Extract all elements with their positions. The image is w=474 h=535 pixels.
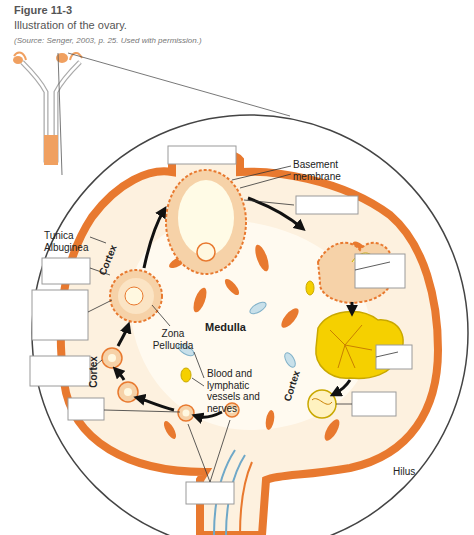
path-shape bbox=[118, 326, 128, 346]
path-shape bbox=[376, 352, 398, 357]
ellipse-shape bbox=[283, 351, 298, 369]
ellipse-shape bbox=[322, 417, 343, 443]
rect-shape bbox=[68, 398, 104, 420]
ellipse-shape bbox=[306, 281, 314, 295]
figure-caption: Illustration of the ovary. bbox=[14, 19, 127, 32]
path-shape bbox=[194, 352, 204, 378]
source-note: (Source: Senger, 2003, p. 25. Used with … bbox=[14, 36, 202, 45]
circle-shape bbox=[125, 287, 143, 305]
region-label: Cortex bbox=[88, 356, 100, 388]
path-shape bbox=[336, 404, 352, 405]
ellipse-shape bbox=[166, 170, 246, 274]
circle-shape bbox=[124, 388, 132, 396]
path-shape bbox=[88, 300, 112, 312]
circle-shape bbox=[118, 278, 154, 314]
ellipse-shape bbox=[13, 56, 23, 64]
path-shape bbox=[138, 398, 174, 410]
circle-shape bbox=[197, 243, 215, 261]
ellipse-shape bbox=[223, 277, 242, 297]
path-shape bbox=[330, 325, 372, 368]
zoom-line bbox=[58, 53, 62, 175]
rect-shape bbox=[42, 258, 90, 284]
ellipse-shape bbox=[191, 286, 209, 314]
path-shape bbox=[61, 151, 438, 535]
ellipse-shape bbox=[253, 243, 272, 273]
path-shape bbox=[192, 378, 204, 386]
rect-shape bbox=[296, 196, 358, 214]
blank-label-boxes bbox=[30, 146, 412, 504]
rect-shape bbox=[44, 135, 58, 165]
path-shape bbox=[104, 410, 180, 412]
zoom-line bbox=[68, 53, 290, 116]
path-shape bbox=[334, 380, 350, 394]
path-shape bbox=[116, 370, 124, 380]
path-shape bbox=[90, 237, 106, 243]
magnifier-circle bbox=[32, 115, 468, 535]
part-label: Zona Pellucida bbox=[148, 328, 198, 351]
path-shape bbox=[152, 305, 170, 326]
path-shape bbox=[248, 198, 302, 228]
region-label: Medulla bbox=[205, 321, 246, 334]
path-shape bbox=[144, 210, 164, 268]
circle-shape bbox=[110, 270, 162, 322]
rect-shape bbox=[32, 290, 88, 340]
ellipse-shape bbox=[248, 300, 268, 316]
rect-shape bbox=[186, 482, 234, 504]
circle-shape bbox=[108, 354, 116, 362]
path-shape bbox=[232, 166, 291, 180]
tract-icon bbox=[13, 53, 82, 165]
ellipse-shape bbox=[264, 409, 275, 430]
circle-shape bbox=[178, 405, 194, 421]
rect-shape bbox=[30, 356, 90, 386]
part-label: Basement membrane bbox=[293, 159, 363, 182]
circle-shape bbox=[102, 348, 122, 368]
part-label: Hilus bbox=[393, 466, 415, 478]
rect-shape bbox=[168, 146, 236, 164]
circle-shape bbox=[183, 410, 190, 417]
ellipse-shape bbox=[181, 368, 191, 382]
part-label: Tunica Albuginea bbox=[44, 230, 94, 253]
figure-title: Figure 11-3 bbox=[14, 4, 72, 17]
cycle-arrows bbox=[116, 198, 352, 417]
path-shape bbox=[14, 53, 26, 60]
ellipse-shape bbox=[162, 419, 179, 440]
path-shape bbox=[240, 462, 252, 535]
part-label: Blood and lymphatic vessels and nerves bbox=[207, 368, 281, 414]
follicles bbox=[102, 170, 403, 421]
path-shape bbox=[188, 420, 230, 482]
leader-lines bbox=[88, 166, 398, 482]
path-shape bbox=[351, 302, 354, 312]
ovary-body bbox=[61, 151, 438, 535]
circle-shape bbox=[118, 382, 138, 402]
rect-shape bbox=[355, 254, 405, 288]
path-shape bbox=[244, 200, 294, 205]
rect-shape bbox=[352, 392, 396, 416]
circle-shape bbox=[308, 390, 336, 418]
path-shape bbox=[355, 262, 390, 270]
rect-shape bbox=[376, 345, 412, 369]
path-shape bbox=[312, 399, 332, 405]
path-shape bbox=[240, 174, 291, 188]
ellipse-shape bbox=[278, 306, 301, 331]
